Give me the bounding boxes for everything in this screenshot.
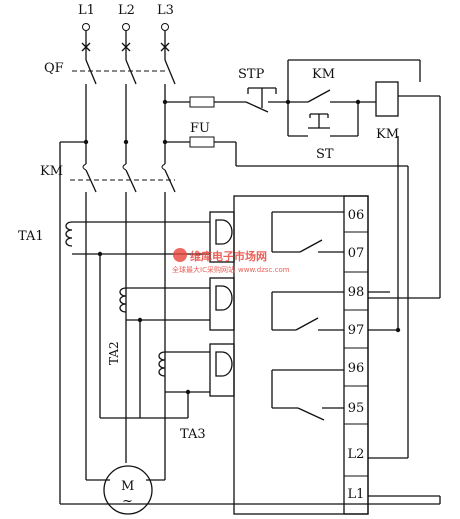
watermark-logo-icon: [173, 248, 187, 262]
breaker-qf: QF: [44, 31, 176, 142]
motor-label-m: M: [121, 479, 134, 494]
label-ta3: TA3: [180, 427, 206, 442]
supply-terminals: L1 L2 L3: [78, 3, 174, 31]
ta3-coil: [158, 351, 166, 377]
label-stp: STP: [238, 67, 265, 82]
label-l1: L1: [78, 3, 95, 18]
label-st: ST: [316, 147, 334, 162]
current-transformers: TA1 TA2 TA3: [18, 221, 210, 442]
motor-circle: [103, 465, 153, 515]
km-coil: [375, 81, 399, 117]
motor: M ~: [86, 465, 165, 515]
terminal-strip: [343, 195, 369, 515]
label-ta1: TA1: [18, 229, 44, 244]
label-km-coil: KM: [376, 127, 399, 142]
terminal-l2: L2: [348, 447, 365, 462]
watermark-sub: 全球最大IC采购网站: [172, 265, 235, 274]
label-km-main: KM: [40, 164, 63, 179]
terminal-95: 95: [348, 401, 365, 416]
label-qf: QF: [44, 61, 64, 76]
ta2-coil: [119, 287, 127, 313]
terminal-07: 07: [348, 246, 365, 261]
protector-housing: [233, 195, 369, 515]
terminal-97: 97: [348, 323, 365, 338]
protector-relay: 06 07 98 97 96 95 L2 L1: [209, 136, 401, 515]
terminal-l2: [122, 23, 130, 31]
fuse-fu2: [189, 136, 215, 148]
fuse-fu1: [189, 96, 215, 108]
terminal-l1: [82, 23, 90, 31]
terminal-06: 06: [348, 208, 365, 223]
watermark-url: www.dzsc.com: [238, 266, 290, 274]
terminal-l1: L1: [348, 487, 365, 502]
watermark: 维库电子市场网 全球最大IC采购网站 www.dzsc.com: [172, 248, 290, 274]
terminal-blocks: 06 07 98 97 96 95 L2 L1: [344, 208, 368, 502]
control-circuit: STP KM ST KM: [162, 59, 441, 299]
label-l3: L3: [157, 3, 174, 18]
terminal-96: 96: [348, 361, 365, 376]
label-km-holding: KM: [312, 67, 335, 82]
terminal-98: 98: [348, 285, 365, 300]
motor-label-ac: ~: [122, 494, 133, 509]
terminal-l3: [161, 23, 169, 31]
label-l2: L2: [118, 3, 135, 18]
fuse-fu2-branch: FU: [59, 121, 441, 505]
watermark-main: 维库电子市场网: [190, 249, 267, 263]
label-ta2: TA2: [107, 341, 121, 365]
ta1-coil: [65, 221, 73, 247]
contactor-km: KM: [40, 142, 176, 480]
label-fu: FU: [190, 121, 210, 136]
